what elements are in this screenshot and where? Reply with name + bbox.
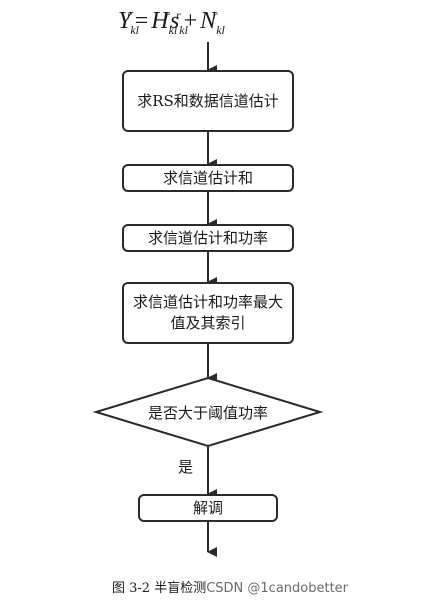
csdn-watermark: CSDN @1candobetter	[206, 581, 349, 596]
step-demodulate: 解调	[138, 494, 278, 522]
step-max-power-and-index: 求信道估计和功率最大值及其索引	[122, 282, 294, 344]
figure-caption: 图 3-2 半盲检测CSDN @1candobetter	[112, 581, 349, 596]
yes-branch-label: 是	[178, 458, 194, 476]
decision-label: 是否大于阈值功率	[147, 404, 268, 422]
step-rs-data-channel-estimate: 求RS和数据信道估计	[122, 70, 294, 132]
step-channel-estimate-power: 求信道估计和功率	[122, 224, 294, 252]
step-channel-estimate-sum: 求信道估计和	[122, 164, 294, 192]
signal-equation: Yklr=Hklrsklr+Nklr	[118, 8, 225, 37]
